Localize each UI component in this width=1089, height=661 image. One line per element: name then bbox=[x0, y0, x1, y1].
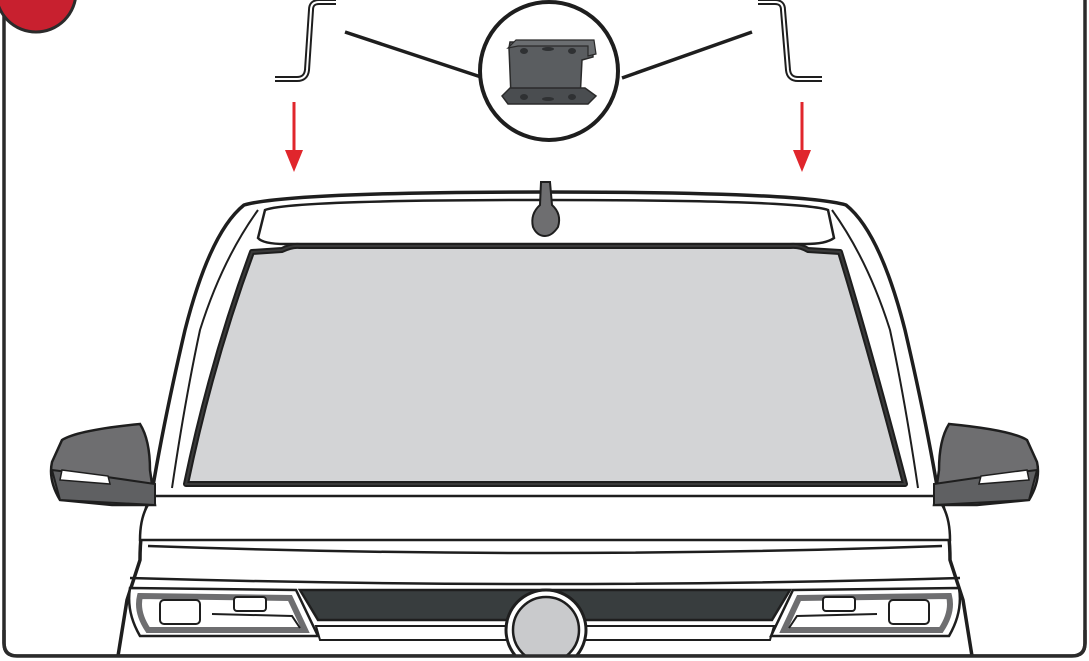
left-headlight bbox=[127, 586, 320, 638]
bracket-photo-icon bbox=[501, 39, 598, 105]
right-headlight bbox=[769, 586, 962, 638]
windshield bbox=[183, 242, 908, 487]
step-badge bbox=[0, 0, 77, 34]
left-arrow-icon bbox=[285, 102, 303, 172]
vehicle-front-view bbox=[49, 181, 1040, 661]
right-bracket-icon bbox=[758, 0, 822, 82]
emblem-icon bbox=[504, 588, 588, 661]
leader-line-left bbox=[344, 30, 485, 80]
leader-line-right bbox=[621, 30, 753, 80]
bracket-callout bbox=[478, 0, 620, 142]
left-bracket-icon bbox=[275, 0, 336, 82]
antenna-icon bbox=[531, 181, 561, 238]
right-mirror bbox=[932, 422, 1040, 507]
right-arrow-icon bbox=[793, 102, 811, 172]
left-mirror bbox=[49, 422, 157, 507]
